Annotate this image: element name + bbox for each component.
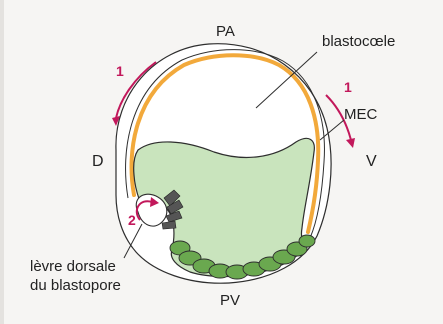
label-levre-line2: du blastopore	[30, 277, 121, 294]
label-d: D	[92, 153, 104, 170]
label-pv: PV	[220, 292, 240, 309]
label-blastocoele: blastocœle	[322, 33, 395, 50]
label-levre-line1: lèvre dorsale	[30, 258, 116, 275]
embryo-diagram: PA blastocœle MEC D V PV 1 1 2 lèvre dor…	[4, 0, 443, 324]
arrow-left-number: 1	[116, 63, 124, 79]
arrow-lip-number: 2	[128, 212, 136, 228]
label-pa: PA	[216, 23, 235, 40]
label-mec: MEC	[344, 106, 378, 123]
arrow-right-number: 1	[344, 79, 352, 95]
label-v: V	[366, 153, 377, 170]
